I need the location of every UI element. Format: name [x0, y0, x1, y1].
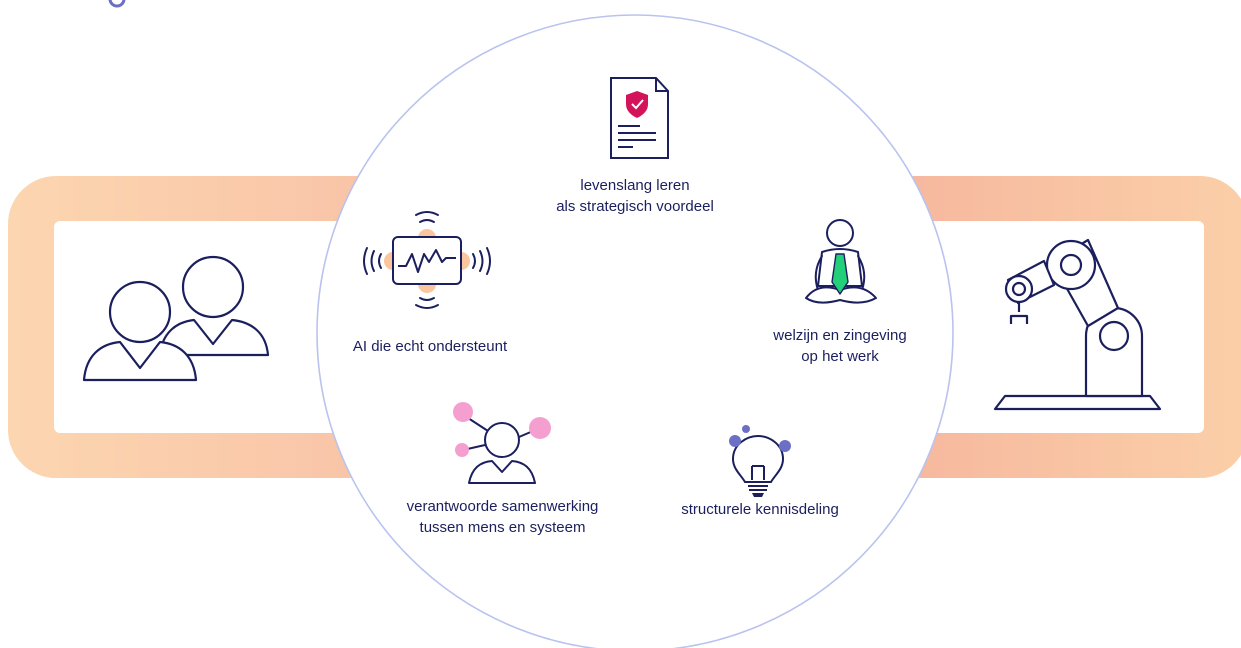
- label-lifelong-learning: levenslang leren als strategisch voordee…: [540, 175, 730, 217]
- label-collaboration-line2: tussen mens en systeem: [419, 519, 586, 536]
- label-knowledge-sharing: structurele kennisdeling: [660, 499, 860, 520]
- label-wellbeing-line1: welzijn en zingeving: [773, 327, 907, 344]
- label-wellbeing-line2: op het werk: [801, 348, 879, 365]
- lightbulb-icon: [729, 425, 791, 497]
- label-ai-support: AI die echt ondersteunt: [330, 336, 530, 357]
- meditating-person-icon: [805, 219, 877, 304]
- label-lifelong-learning-line2: als strategisch voordeel: [556, 198, 714, 215]
- label-wellbeing: welzijn en zingeving op het werk: [740, 325, 940, 367]
- robot-arm-icon: [993, 238, 1162, 411]
- label-knowledge-sharing-line1: structurele kennisdeling: [681, 501, 839, 518]
- two-people-icon: [82, 255, 270, 382]
- vibrating-monitor-icon: [363, 211, 491, 309]
- label-ai-support-line1: AI die echt ondersteunt: [352, 338, 508, 355]
- central-circle: [316, 14, 954, 648]
- label-collaboration-line1: verantwoorde samenwerking: [406, 498, 599, 515]
- corner-ring-icon: [108, 0, 126, 8]
- label-collaboration: verantwoorde samenwerking tussen mens en…: [385, 496, 620, 538]
- label-lifelong-learning-line1: levenslang leren: [580, 177, 690, 194]
- shield-document-icon: [610, 77, 669, 159]
- network-person-icon: [453, 402, 551, 484]
